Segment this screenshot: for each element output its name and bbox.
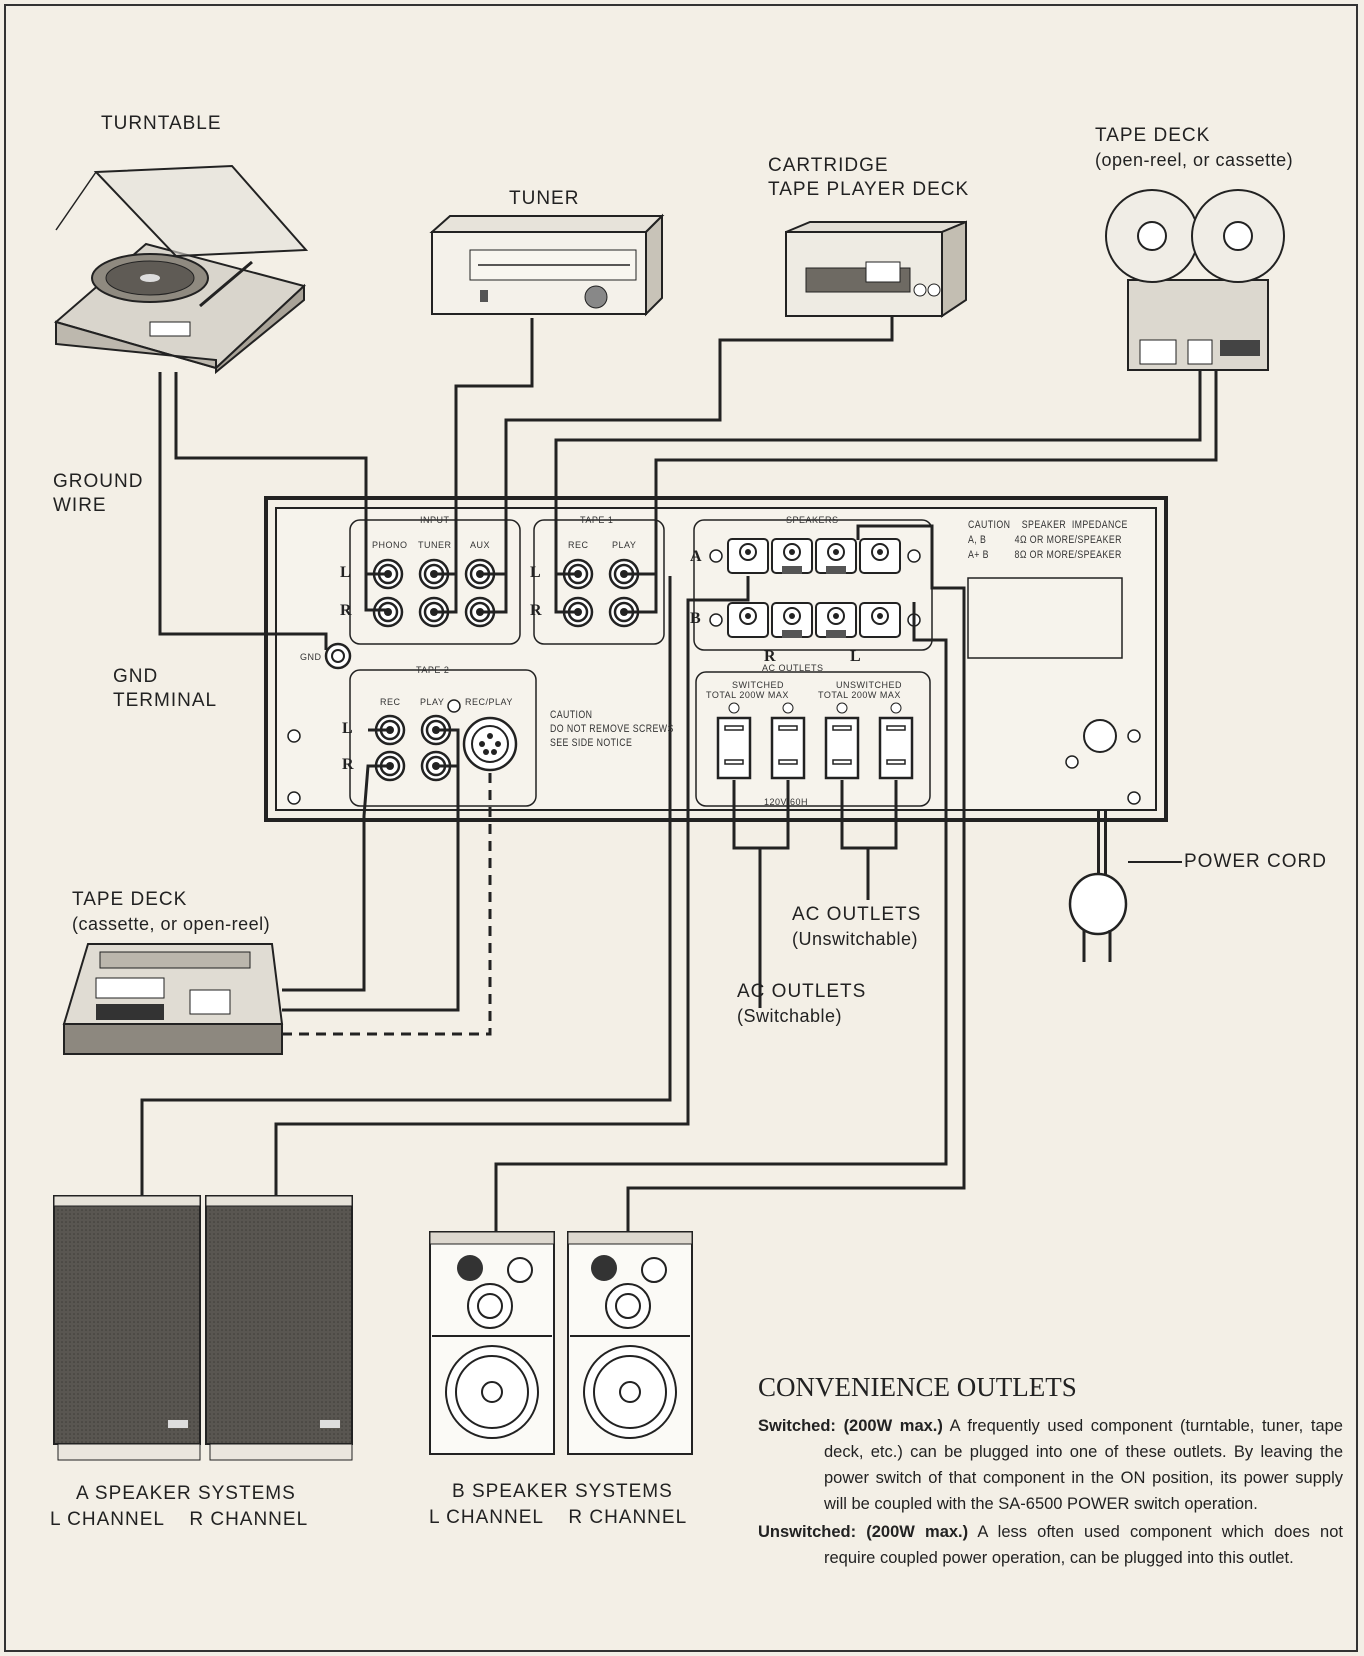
reel-tape-deck-illustration	[1105, 189, 1285, 371]
turntable-label: TURNTABLE	[101, 113, 222, 134]
panel-ac-outlets-label: AC OUTLETS	[762, 663, 824, 673]
page-frame	[4, 4, 1358, 1652]
speaker-a-left	[53, 1195, 201, 1461]
turntable-illustration	[53, 164, 309, 375]
notes-heading: CONVENIENCE OUTLETS	[758, 1372, 1077, 1402]
ground-wire-label-2: WIRE	[53, 495, 107, 516]
unswitched-note: Unswitched: (200W max.) A less often use…	[758, 1519, 1343, 1571]
panel-gnd-label: GND	[300, 652, 322, 662]
panel-input-r-label: R	[340, 602, 352, 619]
gnd-terminal-label-2: TERMINAL	[113, 690, 218, 711]
caution-screws-line3: SEE SIDE NOTICE	[550, 737, 633, 749]
ac-unswitchable-label-1: AC OUTLETS	[792, 904, 922, 925]
switched-note-label: Switched:	[758, 1417, 836, 1435]
panel-unswitched-label: UNSWITCHED	[836, 680, 902, 690]
panel-tape2-label: TAPE 2	[416, 665, 450, 675]
speaker-b-right	[567, 1231, 693, 1455]
panel-tape2-l-label: L	[342, 720, 353, 737]
caution-impedance-line3: A+ B 8Ω OR MORE/SPEAKER	[968, 549, 1122, 561]
convenience-outlets-notes: CONVENIENCE OUTLETS Switched: (200W max.…	[758, 1372, 1343, 1571]
caution-screws-line1: CAUTION	[550, 709, 593, 721]
caution-screws-line2: DO NOT REMOVE SCREWS	[550, 723, 674, 735]
panel-tape2-r-label: R	[342, 756, 354, 773]
panel-speakers-label: SPEAKERS	[786, 515, 839, 525]
cartridge-deck-illustration	[785, 220, 967, 318]
panel-tape1-rec-label: REC	[568, 540, 589, 550]
power-cord-label: POWER CORD	[1184, 851, 1327, 872]
cartridge-label-1: CARTRIDGE	[768, 155, 889, 176]
panel-input-label: INPUT	[420, 515, 450, 525]
panel-aux-label: AUX	[470, 540, 491, 550]
b-speakers-label-2: L CHANNEL R CHANNEL	[429, 1507, 688, 1528]
panel-input-l-label: L	[340, 564, 351, 581]
ground-wire-label-1: GROUND	[53, 471, 144, 492]
unswitched-note-label: Unswitched:	[758, 1523, 857, 1541]
b-speakers-label-1: B SPEAKER SYSTEMS	[452, 1481, 673, 1502]
tape-deck-top-label-2: (open-reel, or cassette)	[1095, 150, 1294, 170]
panel-tape2-recplay-label: REC/PLAY	[465, 697, 513, 707]
switched-note-text: A frequently used component (turntable, …	[824, 1417, 1343, 1513]
ac-switchable-label-2: (Switchable)	[737, 1006, 843, 1026]
caution-impedance-line1: CAUTION SPEAKER IMPEDANCE	[968, 519, 1128, 531]
a-speakers-label-2: L CHANNEL R CHANNEL	[50, 1509, 309, 1530]
switched-note-max: (200W max.)	[843, 1417, 943, 1435]
ac-unswitchable-label-2: (Unswitchable)	[792, 929, 919, 949]
tuner-label: TUNER	[509, 188, 580, 209]
cables	[140, 316, 1218, 1232]
panel-tape1-label: TAPE 1	[580, 515, 614, 525]
panel-spk-r-label: R	[764, 648, 776, 665]
speaker-a-right	[205, 1195, 353, 1461]
cartridge-label-2: TAPE PLAYER DECK	[768, 179, 970, 200]
tape-deck-left-label-1: TAPE DECK	[72, 889, 188, 910]
receiver-back-panel	[264, 496, 1168, 822]
ac-switchable-label-1: AC OUTLETS	[737, 981, 867, 1002]
panel-spk-l-label: L	[850, 648, 861, 665]
tape-deck-left-label-2: (cassette, or open-reel)	[72, 914, 271, 934]
unswitched-note-text: A less often used component which does n…	[824, 1523, 1343, 1567]
gnd-terminal-label-1: GND	[113, 666, 159, 687]
panel-phono-label: PHONO	[372, 540, 408, 550]
cassette-deck-illustration	[62, 943, 284, 1055]
a-speakers-label-1: A SPEAKER SYSTEMS	[76, 1483, 296, 1504]
panel-tuner-label: TUNER	[418, 540, 452, 550]
panel-tape2-rec-label: REC	[380, 697, 401, 707]
unswitched-note-max: (200W max.)	[866, 1523, 969, 1541]
panel-unswitched-total-label: TOTAL 200W MAX	[818, 690, 901, 700]
switched-note: Switched: (200W max.) A frequently used …	[758, 1413, 1343, 1517]
caution-impedance-line2: A, B 4Ω OR MORE/SPEAKER	[968, 534, 1122, 546]
tuner-illustration	[429, 213, 665, 317]
speaker-b-left	[429, 1231, 555, 1455]
panel-switched-label: SWITCHED	[732, 680, 784, 690]
panel-tape1-play-label: PLAY	[612, 540, 637, 550]
tape-deck-top-label-1: TAPE DECK	[1095, 125, 1211, 146]
panel-tape2-play-label: PLAY	[420, 697, 445, 707]
panel-spk-a-label: A	[690, 548, 702, 565]
panel-tape1-l-label: L	[530, 564, 541, 581]
panel-switched-total-label: TOTAL 200W MAX	[706, 690, 789, 700]
panel-spk-b-label: B	[690, 610, 701, 627]
panel-tape1-r-label: R	[530, 602, 542, 619]
panel-voltage-label: 120V 60H	[764, 797, 809, 807]
